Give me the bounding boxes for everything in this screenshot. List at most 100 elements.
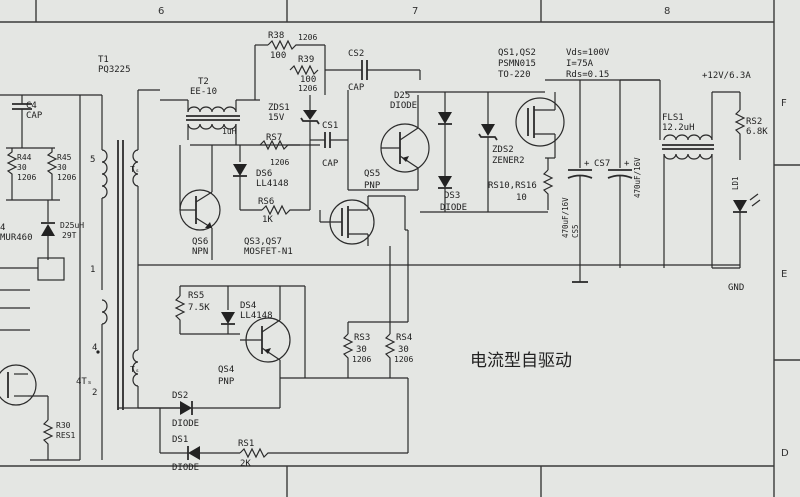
cs1-value: CAP — [322, 159, 339, 169]
r30-resistor — [42, 419, 54, 460]
d4-value: MUR460 — [0, 233, 33, 243]
t2-part: EE-10 — [190, 87, 217, 97]
rs3-rs4-section: RS3 30 1206 RS4 30 1206 — [305, 246, 413, 379]
t2-inductance: 1uH — [222, 127, 237, 136]
ds4-diode — [221, 312, 235, 324]
r44-resistor — [6, 148, 18, 200]
rs7-package: 1206 — [270, 158, 289, 167]
ld1-led — [733, 200, 747, 212]
ld1-ref: LD1 — [731, 176, 740, 190]
d4-diode — [41, 224, 55, 236]
rs3-ref: RS3 — [354, 333, 370, 343]
zds2-value: ZENER2 — [492, 156, 525, 166]
d25uh-ref: D25uH — [60, 221, 84, 230]
ds6-value: LL4148 — [256, 179, 289, 189]
rs1-ref: RS1 — [238, 439, 254, 449]
t1-winding-number: 5 — [90, 155, 95, 165]
rs6-resistor — [261, 204, 310, 216]
ds2-ref: DS2 — [172, 391, 188, 401]
d4-ref-cut: 4 — [0, 223, 5, 233]
ds1-diode — [188, 446, 200, 460]
d25uh-turns: 29T — [62, 231, 77, 240]
fls1-winding — [663, 134, 713, 141]
qs1-mosfet — [515, 92, 565, 159]
c4-ref: C4 — [26, 101, 37, 111]
grid-row-label: F — [781, 98, 787, 109]
rs3-value: 30 — [356, 345, 367, 355]
ground-label: GND — [728, 283, 744, 293]
rs7-resistor — [259, 139, 300, 151]
d25-ref: D25 — [394, 91, 410, 101]
fls1-ref: FLS1 — [662, 113, 684, 123]
rs2-ref: RS2 — [746, 117, 762, 127]
r45-package: 1206 — [57, 173, 76, 182]
zds2-zener: ZDS2 ZENER2 — [478, 92, 525, 212]
output-filter: FLS1 12.2uH +12V/6.3A RS2 6.8K LD1 GND — [620, 71, 768, 293]
grid-col-label: 7 — [412, 6, 418, 17]
t1-winding-number: 4 — [92, 343, 97, 353]
fls1-winding — [663, 153, 713, 160]
t2-winding-bottom — [187, 123, 237, 130]
cs5-plus: + — [584, 159, 590, 169]
fls1-value: 12.2uH — [662, 123, 695, 133]
rs1-value: 2K — [240, 459, 251, 469]
d25-value: DIODE — [390, 101, 417, 111]
grid-col-label: 6 — [158, 6, 164, 17]
ds3-ref: DS3 — [444, 191, 460, 201]
qs3-mosfet — [319, 195, 406, 246]
t2-ref: T2 — [198, 77, 209, 87]
r30-value: RES1 — [56, 431, 75, 440]
r44-ref: R44 — [17, 153, 32, 162]
ds2-value: DIODE — [172, 419, 199, 429]
ds1-value: DIODE — [172, 463, 199, 473]
r38-value: 100 — [270, 51, 286, 61]
t1-tap-label: Tₛ — [130, 165, 140, 174]
mosfet-spec-rds: Rds=0.15 — [566, 70, 609, 80]
qs6-transistor: QS6 NPN — [179, 145, 221, 260]
rs2-value: 6.8K — [746, 127, 768, 137]
ds2-diode — [180, 401, 192, 415]
rs3-resistor — [342, 333, 354, 378]
cs7-ref: CS7 — [594, 159, 610, 169]
zds2-ref: ZDS2 — [492, 145, 514, 155]
cs5-plate — [567, 174, 593, 179]
qs1-qs2-ref: QS1,QS2 — [498, 48, 536, 58]
rs4-resistor — [384, 333, 396, 378]
qs4-ref: QS4 — [218, 365, 234, 375]
r38-package: 1206 — [298, 33, 317, 42]
zds1-value: 15V — [268, 113, 285, 123]
cs5-ref: CS5 — [571, 224, 580, 238]
cs2-value: CAP — [348, 83, 365, 93]
rs2-resistor — [734, 109, 746, 160]
grid-row-label: E — [781, 269, 787, 280]
ds6-ref: DS6 — [256, 169, 272, 179]
diagram-title: 电流型自驱动 — [470, 351, 572, 371]
t1-tap-label: 4Tₛ — [76, 377, 92, 387]
r38-resistor — [267, 39, 300, 51]
clamp-diodes: D25 DIODE DS3 DIODE — [390, 91, 545, 213]
qs3-qs7-value: MOSFET-N1 — [244, 247, 293, 257]
cs5-value: 470uF/16V — [561, 197, 570, 238]
t2-winding-top — [187, 106, 237, 113]
qs4-section: RS5 7.5K DS4 LL4148 QS4 PNP — [174, 285, 306, 387]
ds3-value: DIODE — [440, 203, 467, 213]
rs10-rs16-value: 10 — [516, 193, 527, 203]
r44-value: 30 — [17, 163, 27, 172]
r30-ref: R30 — [56, 421, 71, 430]
zds1-zener — [303, 110, 317, 120]
ds1-ref: DS1 — [172, 435, 188, 445]
rs10-resistor — [542, 169, 554, 210]
r45-value: 30 — [57, 163, 67, 172]
rs6-value: 1K — [262, 215, 273, 225]
r39-resistor — [289, 64, 319, 76]
qs6-ref: QS6 — [192, 237, 208, 247]
r39-value: 100 — [300, 75, 316, 85]
r44-package: 1206 — [17, 173, 36, 182]
gate-resistor-network: R38 100 1206 R39 100 1206 CS2 CAP — [254, 31, 421, 100]
t1-winding-number: 2 — [92, 388, 97, 398]
t1-part: PQ3225 — [98, 65, 131, 75]
qs5-ref: QS5 — [364, 169, 380, 179]
output-voltage-label: +12V/6.3A — [702, 71, 751, 81]
rs4-package: 1206 — [394, 355, 413, 364]
